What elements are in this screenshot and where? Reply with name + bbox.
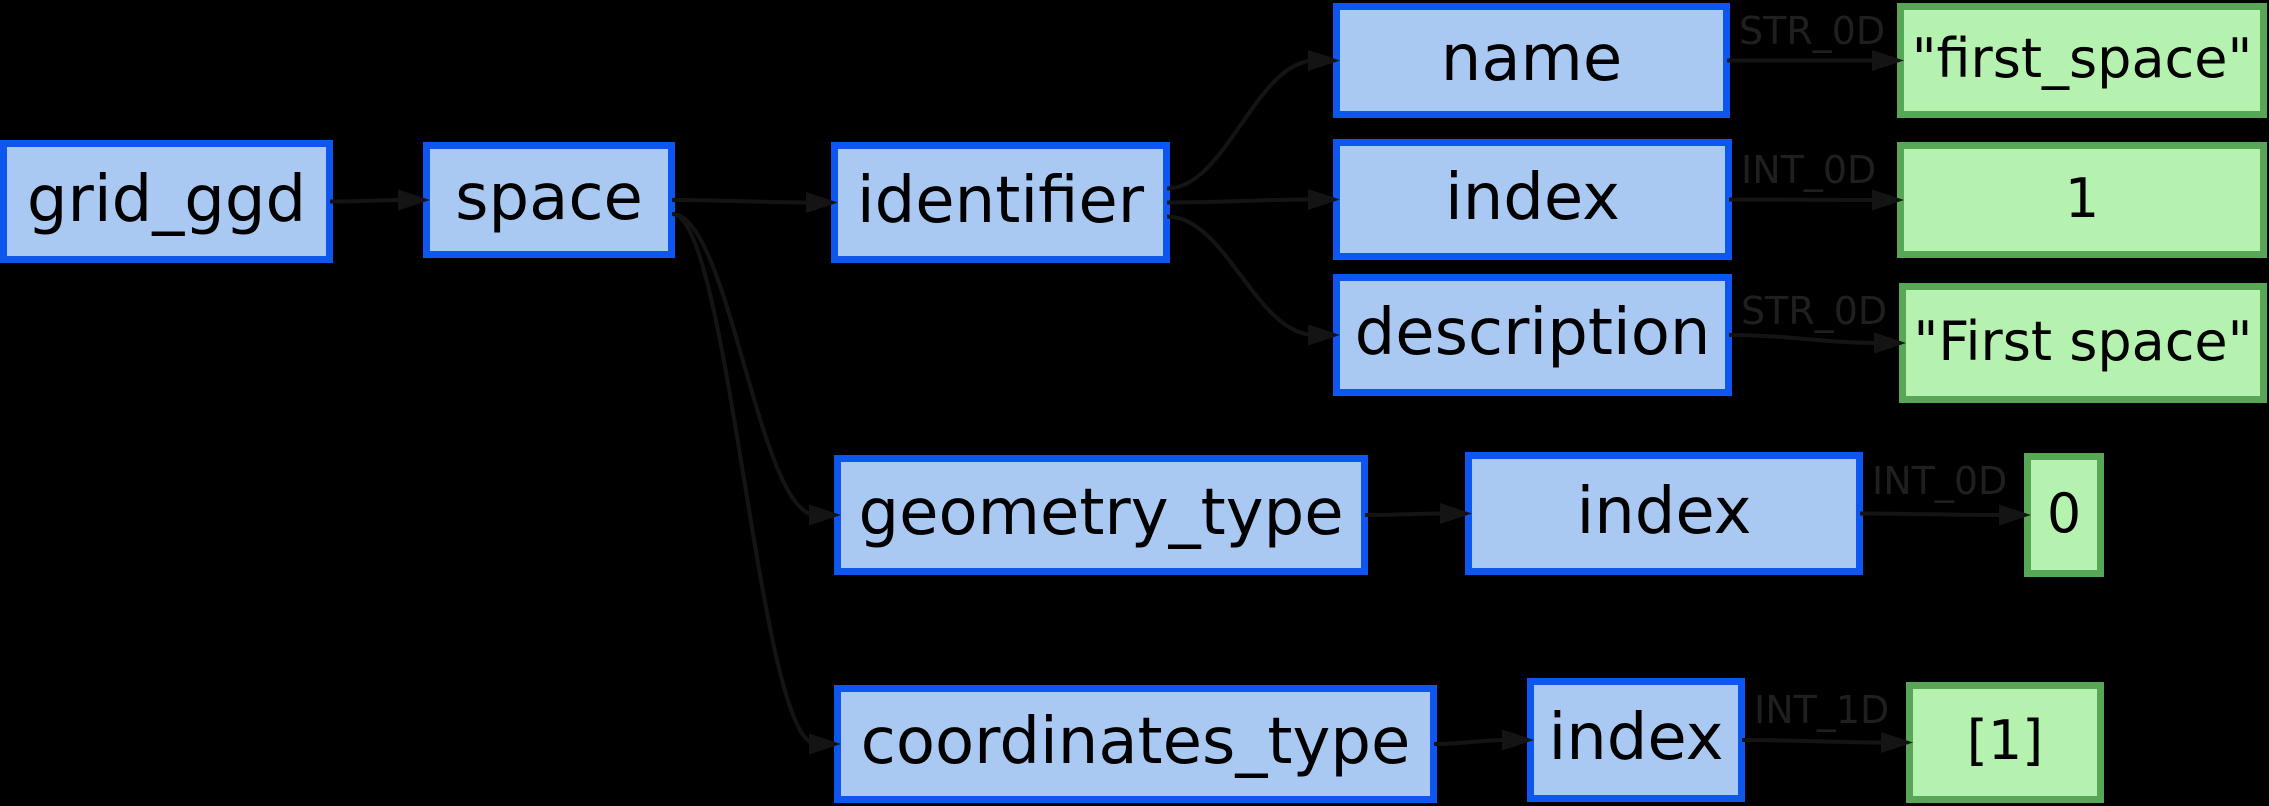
value-node-value-description: "First space" (1899, 283, 2267, 403)
node-index-geometry: index (1465, 452, 1863, 575)
node-label: index (1444, 160, 1621, 235)
node-coordinates-type: coordinates_type (834, 685, 1437, 803)
edge-line-description-to-value-description (1728, 333, 1882, 345)
value-node-value-coordinates-index: [1] (1906, 682, 2104, 803)
edge-line-space-to-coordinates-type (671, 212, 817, 746)
edge-type-label-str-0d: STR_0D (1739, 9, 1886, 53)
node-label: 0 (2046, 481, 2082, 545)
edge-line-grid-ggd-to-space (329, 198, 406, 204)
node-space: space (423, 142, 675, 258)
node-description: description (1333, 274, 1732, 396)
node-name: name (1333, 3, 1730, 118)
node-label: geometry_type (858, 476, 1344, 550)
edge-line-identifier-to-index-identifier (1166, 197, 1316, 205)
node-geometry-type: geometry_type (834, 455, 1368, 575)
edge-line-identifier-to-name (1166, 58, 1316, 191)
value-node-value-index: 1 (1897, 142, 2267, 258)
edge-line-geometry-type-to-index-geometry (1364, 511, 1448, 517)
edge-line-space-to-geometry-type (671, 212, 817, 517)
node-index-identifier: index (1333, 139, 1732, 260)
node-label: index (1548, 701, 1724, 775)
edge-line-index-geometry-to-value-geometry-index (1859, 511, 2007, 517)
value-node-value-name: "first_space" (1897, 3, 2267, 118)
edge-type-label-int-1d: INT_1D (1754, 688, 1890, 732)
node-label: "first_space" (1911, 27, 2253, 90)
edge-line-space-to-identifier (671, 198, 814, 205)
node-label: description (1354, 296, 1711, 370)
edge-type-label-int-0d: INT_0D (1872, 459, 2008, 503)
value-node-value-geometry-index: 0 (2024, 453, 2104, 577)
node-label: name (1440, 21, 1623, 96)
edge-line-coordinates-type-to-index-coordinates (1433, 738, 1510, 746)
node-label: identifier (856, 163, 1145, 238)
node-label: grid_ggd (26, 162, 307, 237)
edge-type-label-str-0d: STR_0D (1741, 289, 1888, 333)
node-label: index (1576, 474, 1752, 549)
edge-type-label-int-0d: INT_0D (1741, 148, 1877, 192)
node-label: coordinates_type (860, 705, 1411, 779)
node-identifier: identifier (831, 142, 1170, 263)
edge-line-identifier-to-description (1166, 214, 1316, 337)
node-label: space (455, 161, 643, 235)
node-index-coordinates: index (1527, 678, 1745, 802)
node-label: 1 (2064, 166, 2100, 230)
node-label: [1] (1966, 709, 2044, 772)
edge-line-index-coordinates-to-value-coordinates-index (1741, 738, 1889, 745)
edge-line-index-identifier-to-value-index (1728, 197, 1880, 202)
node-grid-ggd: grid_ggd (0, 140, 333, 263)
node-label: "First space" (1913, 309, 2253, 373)
